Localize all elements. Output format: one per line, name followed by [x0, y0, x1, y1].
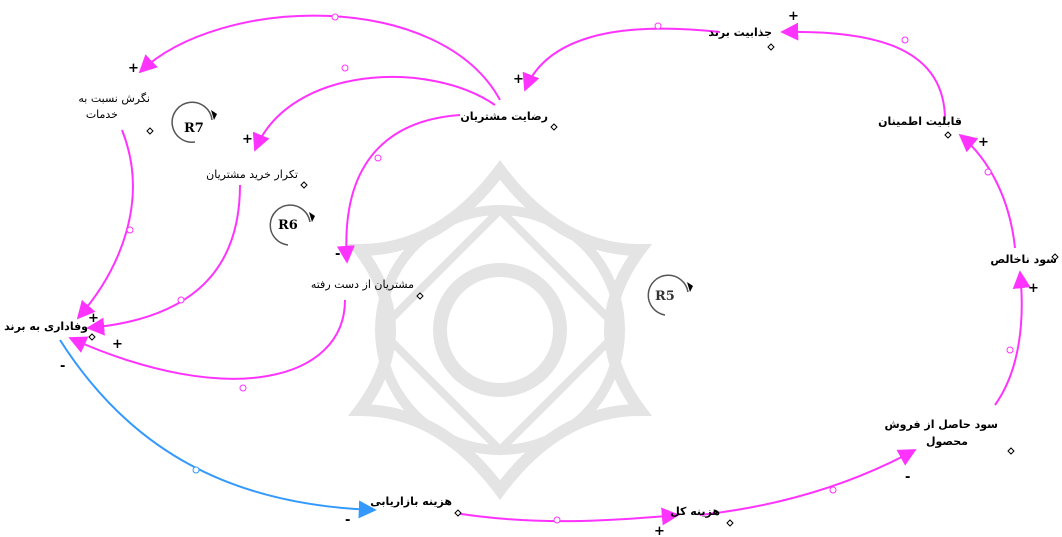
node-lost-customers: مشتریان از دست رفته	[311, 278, 414, 291]
link-totalcost-to-salesprofit	[699, 449, 917, 516]
loop-r7: R7	[171, 101, 217, 143]
sign-plus: +	[788, 9, 799, 24]
sign-minus: -	[905, 470, 910, 485]
link-netprofit-to-reliability	[958, 133, 1016, 249]
sign-plus: +	[654, 524, 665, 537]
node-customer-satisfaction: رضایت مشتریان	[460, 110, 548, 123]
sign-plus: +	[88, 311, 99, 326]
node-total-cost: هزینه کل	[670, 505, 720, 518]
node-net-profit: سود ناخالص	[990, 253, 1057, 266]
node-marketing-cost: هزینه بازاریابی	[370, 495, 452, 508]
sign-plus: +	[978, 135, 989, 150]
node-sales-profit: سود حاصل از فروش	[884, 418, 998, 431]
loop-r6-label: R6	[278, 218, 298, 233]
sign-minus: -	[345, 513, 350, 528]
link-attraction-to-satisfaction	[522, 22, 721, 92]
loop-r5: R5	[647, 274, 693, 316]
link-satisfaction-to-repeat	[252, 64, 496, 152]
link-loyalty-to-marketing	[59, 339, 377, 519]
link-marketing-to-totalcost	[454, 507, 680, 526]
node-anchors	[88, 43, 1059, 527]
watermark-emblem	[348, 160, 652, 500]
node-sales-profit-line2: محصول	[926, 435, 968, 448]
node-repeat-purchase: تکرار خرید مشتریان	[206, 168, 298, 181]
node-attitude: نگرش نسبت به	[78, 92, 150, 105]
link-satisfaction-to-lost	[336, 114, 461, 264]
link-satisfaction-to-attitude	[138, 13, 501, 101]
link-repeat-to-loyalty	[86, 184, 241, 336]
link-lost-to-loyalty	[68, 299, 346, 392]
sign-minus: -	[60, 359, 65, 374]
node-reliability: قابلیت اطمینان	[878, 115, 962, 128]
node-attitude-line2: خدمات	[86, 108, 118, 121]
loop-r7-label: R7	[184, 121, 204, 136]
node-brand-loyalty: وفاداری به برند	[4, 320, 88, 333]
sign-plus: +	[513, 72, 524, 87]
link-attitude-to-loyalty	[76, 129, 134, 320]
loop-r5-label: R5	[655, 289, 675, 304]
node-brand-attractiveness: جذابیت برند	[708, 26, 772, 39]
loop-r6: R6	[269, 204, 315, 246]
sign-plus: +	[242, 132, 253, 147]
link-salesprofit-to-netprofit	[994, 270, 1031, 406]
sign-plus: +	[112, 337, 123, 352]
sign-plus: +	[128, 61, 139, 76]
sign-minus: -	[335, 247, 340, 262]
link-reliability-to-attraction	[780, 22, 946, 121]
sign-plus: +	[1028, 281, 1039, 296]
